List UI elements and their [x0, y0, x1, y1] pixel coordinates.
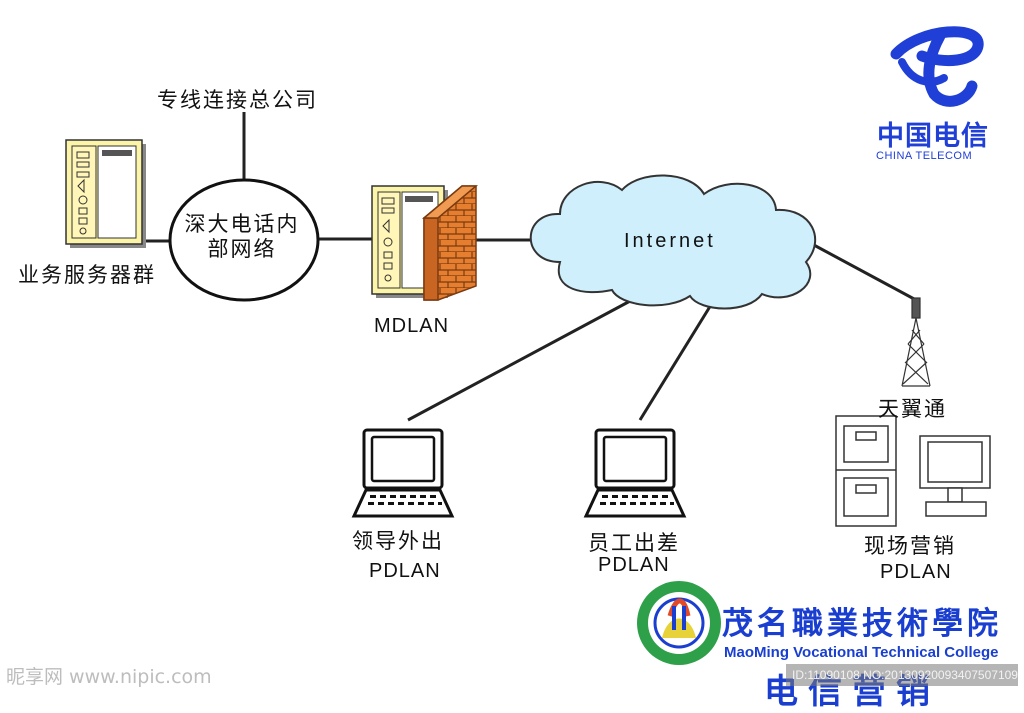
staff-travel-label: 员工出差 — [588, 531, 680, 555]
brand-name-cn: 中国电信 — [877, 121, 989, 152]
college-emblem-icon — [637, 581, 721, 665]
server-cluster-icon — [65, 139, 146, 248]
network-diagram — [65, 26, 991, 665]
leaders-pdlan-label: PDLAN — [369, 560, 441, 582]
link-internet-leaders — [407, 298, 633, 422]
tianyitong-label: 天翼通 — [878, 397, 947, 421]
trunk-line-label: 专线连接总公司 — [157, 88, 318, 112]
link-internet-staff — [638, 299, 716, 421]
server-cluster-label: 业务服务器群 — [18, 263, 156, 287]
tianyitong-tower-icon — [901, 297, 931, 387]
field-marketing-label: 现场营销 — [864, 534, 956, 558]
staff-pdlan-label: PDLAN — [598, 554, 670, 576]
brand-name-en: CHINA TELECOM — [876, 150, 973, 162]
college-name-cn: 茂名職業技術學院 — [722, 606, 1002, 642]
filing-cabinet-icon — [835, 415, 897, 527]
firewall-icon — [421, 185, 479, 301]
internet-label: Internet — [624, 230, 716, 252]
internet-cloud — [529, 174, 817, 310]
laptop-staff-icon — [583, 428, 687, 518]
desktop-monitor-icon — [919, 435, 991, 517]
field-pdlan-label: PDLAN — [880, 561, 952, 583]
intranet-ellipse — [168, 178, 320, 302]
china-telecom-logo-icon — [890, 26, 984, 107]
site-watermark: 昵享网 www.nipic.com — [6, 666, 212, 688]
connection-lines — [142, 112, 917, 422]
leaders-out-label: 领导外出 — [352, 529, 444, 553]
intranet-label: 深大电话内部网络 — [184, 212, 300, 261]
laptop-leaders-icon — [351, 428, 455, 518]
mdlan-label: MDLAN — [374, 315, 450, 337]
college-name-en: MaoMing Vocational Technical College — [724, 644, 999, 661]
link-internet-tower — [811, 242, 917, 302]
image-id-watermark: ID:11090108 NO:20130920093407507109 — [786, 664, 1018, 686]
